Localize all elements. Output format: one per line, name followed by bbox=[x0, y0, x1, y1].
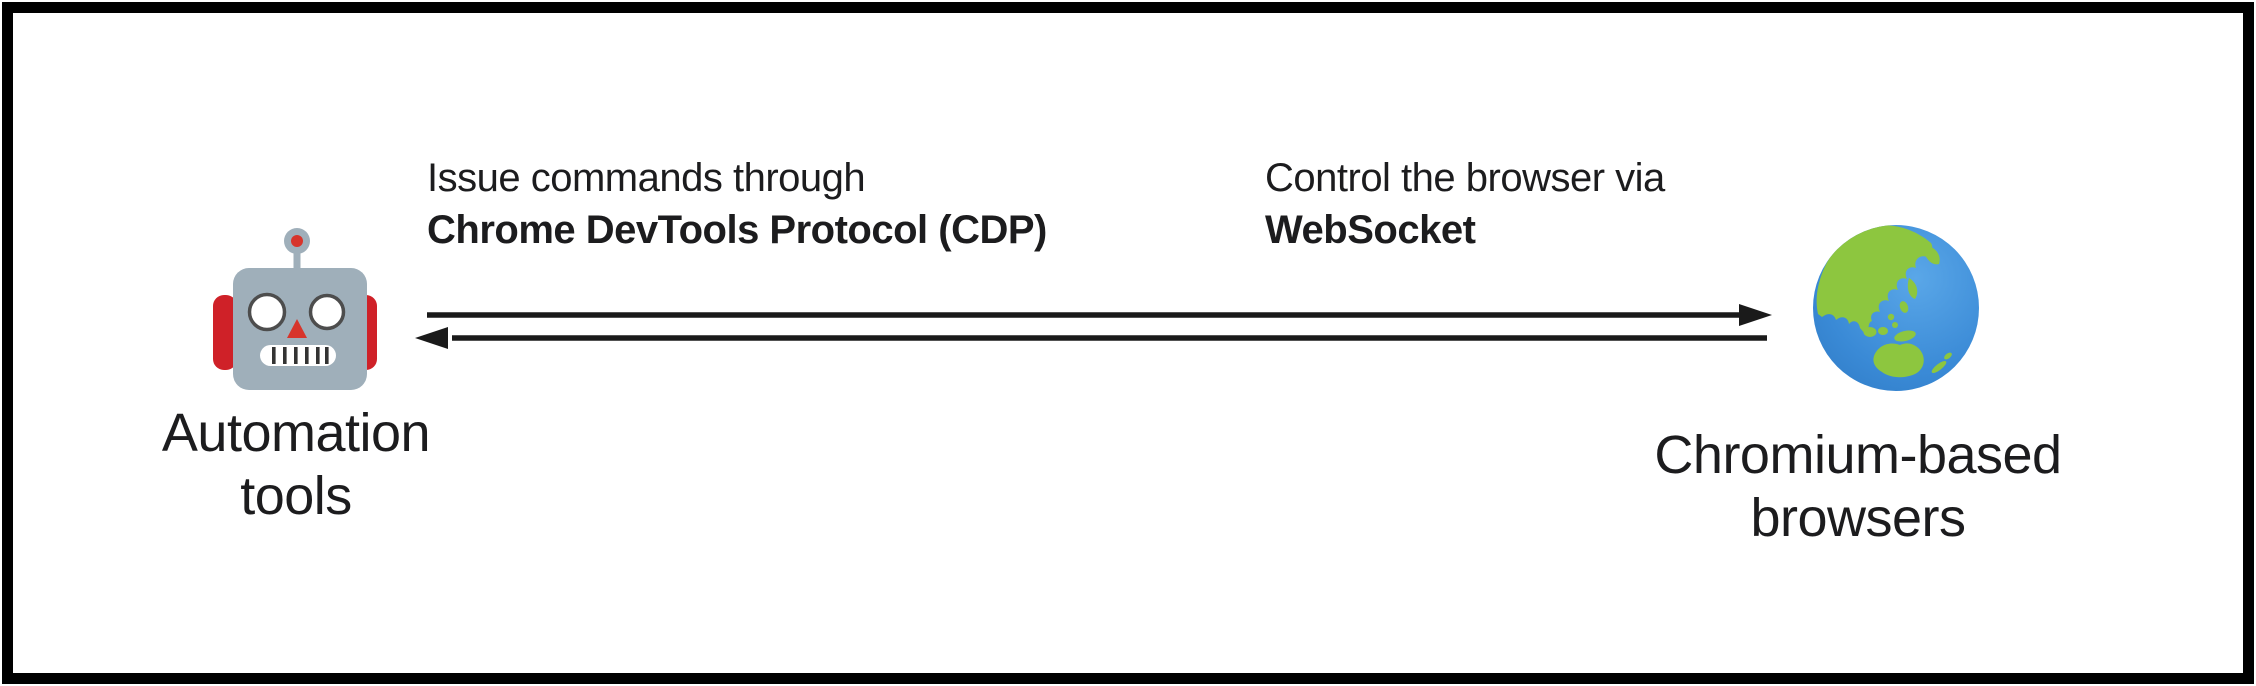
caption-cdp: Issue commands through Chrome DevTools P… bbox=[427, 152, 1047, 256]
globe-icon bbox=[1812, 223, 1980, 393]
label-automation-tools: Automation tools bbox=[106, 402, 486, 528]
robot-icon bbox=[205, 222, 385, 394]
label-automation-tools-line1: Automation bbox=[161, 403, 431, 463]
caption-websocket-normal: Control the browser via bbox=[1265, 156, 1665, 200]
label-chromium-browsers: Chromium-based browsers bbox=[1598, 424, 2118, 550]
arrow-left bbox=[415, 327, 1767, 349]
label-automation-tools-line2: tools bbox=[240, 466, 352, 526]
bidirectional-arrows bbox=[408, 298, 1780, 354]
caption-websocket: Control the browser via WebSocket bbox=[1265, 152, 1665, 256]
caption-cdp-bold: Chrome DevTools Protocol (CDP) bbox=[427, 208, 1047, 252]
arrow-right bbox=[427, 304, 1772, 326]
label-chromium-browsers-line1: Chromium-based bbox=[1654, 425, 2062, 485]
caption-cdp-normal: Issue commands through bbox=[427, 156, 866, 200]
caption-websocket-bold: WebSocket bbox=[1265, 208, 1476, 252]
label-chromium-browsers-line2: browsers bbox=[1750, 488, 1966, 548]
